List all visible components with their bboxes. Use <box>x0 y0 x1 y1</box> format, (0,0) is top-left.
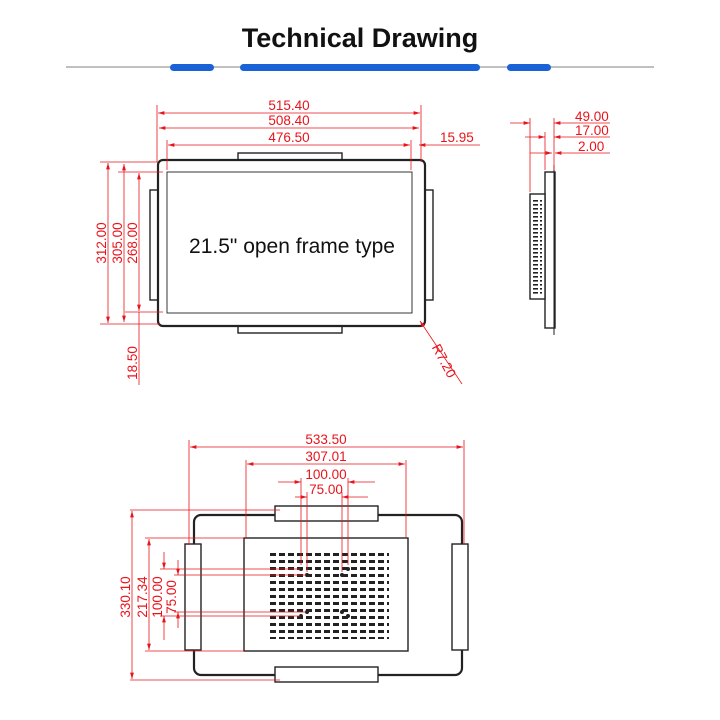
dim-vesa-100-width: 100.00 <box>305 467 346 482</box>
header-accent-center <box>240 64 480 71</box>
model-label: 21.5" open frame type <box>189 235 395 258</box>
dim-vesa-75-width: 75.00 <box>309 482 343 497</box>
back-left-bracket <box>184 543 202 651</box>
dim-bottom: 18.50 <box>125 346 140 380</box>
dim-frame-depth: 17.00 <box>575 123 609 138</box>
dim-total-width: 533.50 <box>305 432 346 447</box>
dim-box-width: 307.01 <box>305 449 346 464</box>
vent-grille <box>268 552 389 639</box>
front-view: 21.5" open frame type 515.40 508.40 476.… <box>94 98 480 385</box>
dim-vesa-100-height: 100.00 <box>150 576 165 617</box>
header-accent-left <box>170 64 214 71</box>
dim-total-height: 330.10 <box>118 576 133 617</box>
dim-vesa-75-height: 75.00 <box>164 580 179 614</box>
display-frame <box>156 158 427 328</box>
dim-height-frame: 305.00 <box>110 222 125 263</box>
dim-bezel: 15.95 <box>440 130 474 145</box>
back-view: 533.50 307.01 100.00 75.00 330.10 217.34… <box>118 432 469 683</box>
dim-height-outer: 312.00 <box>94 222 109 263</box>
dim-glass: 2.00 <box>578 139 604 154</box>
header-accent-right <box>507 64 551 71</box>
dim-depth: 49.00 <box>575 109 609 124</box>
dim-width-outer: 515.40 <box>268 98 309 113</box>
dim-radius: R7.20 <box>429 341 459 380</box>
side-view: 49.00 17.00 2.00 <box>510 109 610 335</box>
back-right-bracket <box>451 543 469 651</box>
dim-width-screen: 476.50 <box>268 130 309 145</box>
back-top-bracket <box>274 505 379 522</box>
dim-box-height: 217.34 <box>135 576 150 618</box>
dim-width-frame: 508.40 <box>268 113 309 128</box>
display-screen <box>166 171 413 314</box>
dim-height-screen: 268.00 <box>125 222 140 263</box>
page-title: Technical Drawing <box>242 23 479 53</box>
header: Technical Drawing <box>66 23 654 71</box>
back-bottom-bracket <box>274 666 379 683</box>
